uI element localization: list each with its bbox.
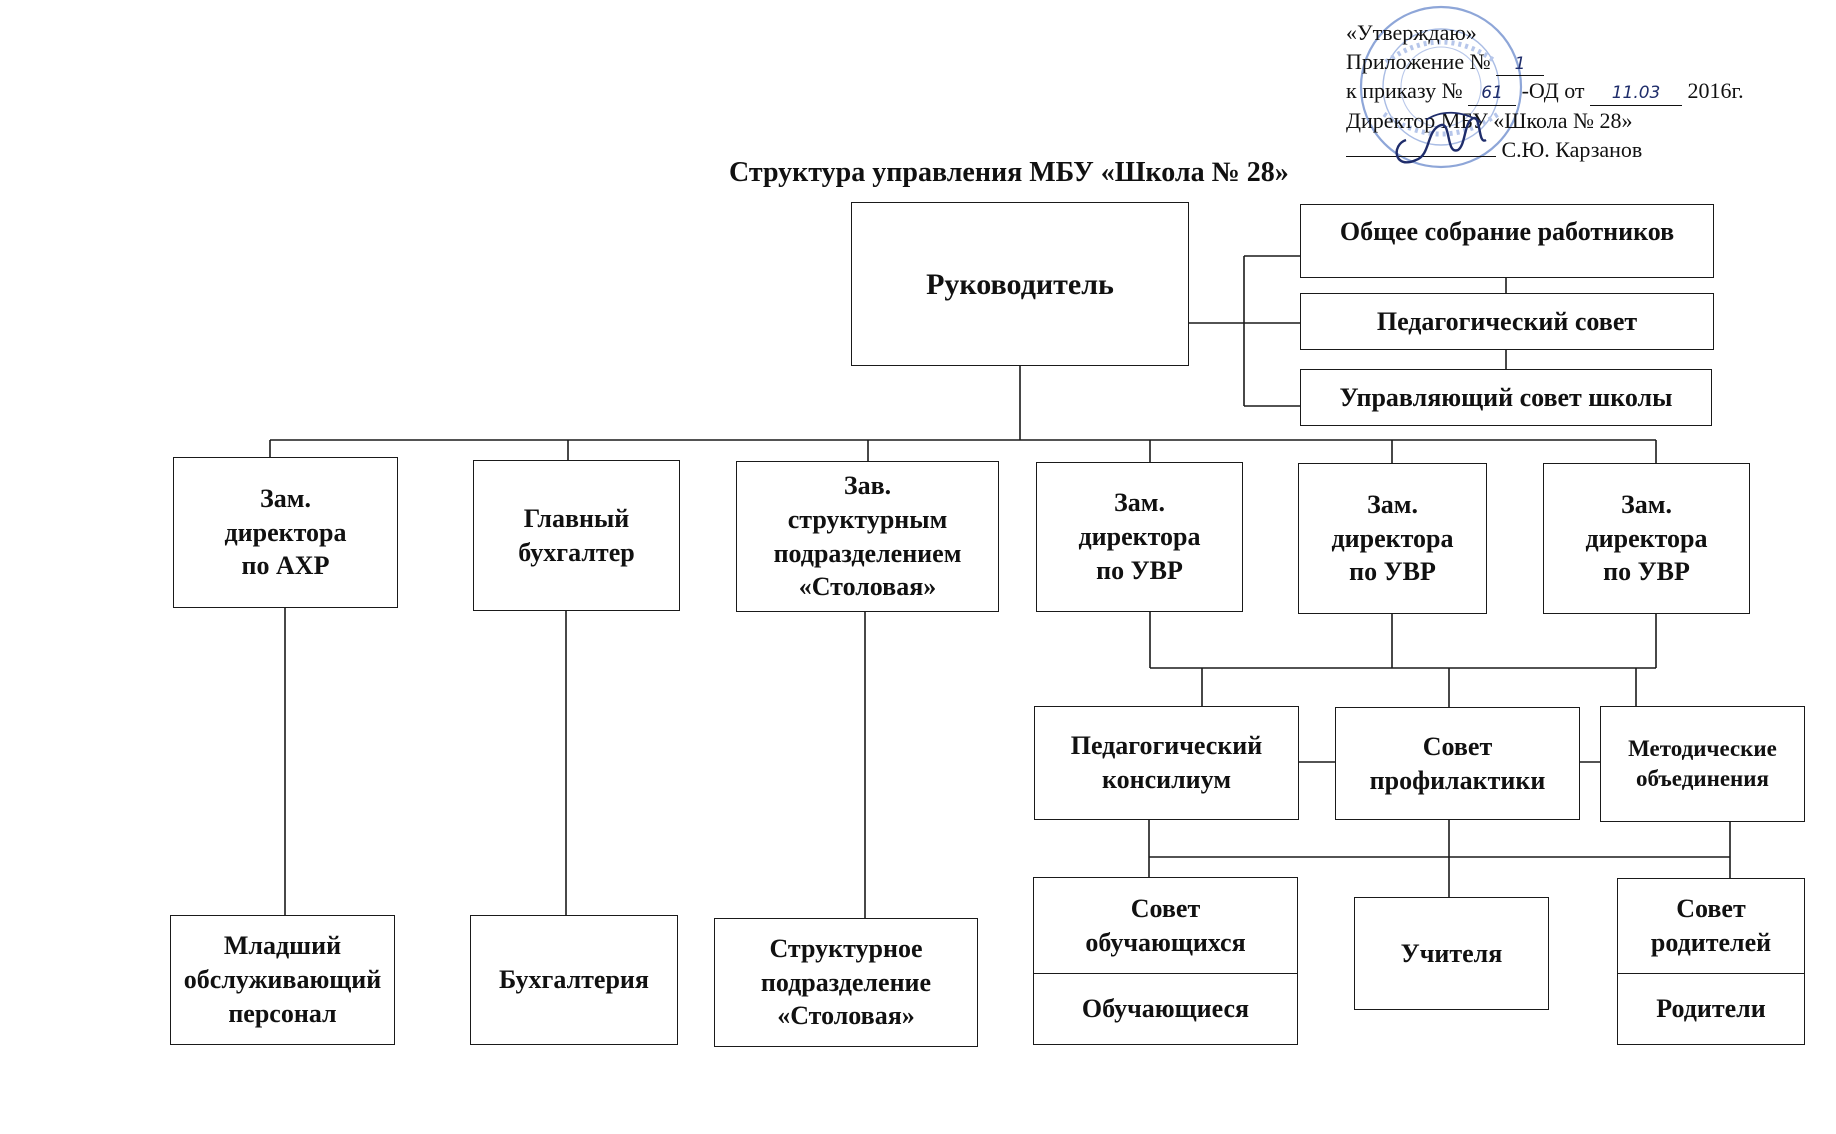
approval-text: Приложение № (1346, 49, 1491, 75)
approval-line: Приложение № 1 (1346, 47, 1744, 77)
deputy-uvr-box-2: Зам. директора по УВР (1298, 463, 1487, 614)
student-council-box: Совет обучающихся Обучающиеся (1033, 877, 1298, 1045)
canteen-unit-box: Структурное подразделение «Столовая» (714, 918, 978, 1047)
appendix-number: 1 (1496, 53, 1545, 77)
ped-council-box: Педагогический совет (1300, 293, 1714, 350)
teachers-label: Учителя (1400, 938, 1503, 968)
deputy-uvr-label: Зам. директора по УВР (1585, 489, 1708, 587)
parent-council-box: Совет родителей Родители (1617, 878, 1805, 1045)
deputy-ahr-label: Зам. директора по АХР (224, 483, 347, 581)
approval-line: Директор МБУ «Школа № 28» (1346, 107, 1633, 133)
order-date: 11.03 (1590, 82, 1683, 106)
prevention-council-box: Совет профилактики (1335, 707, 1580, 820)
deputy-uvr-box-3: Зам. директора по УВР (1543, 463, 1750, 614)
approval-text: к приказу № (1346, 78, 1463, 104)
prevention-council-label: Совет профилактики (1369, 731, 1546, 795)
deputy-ahr-box: Зам. директора по АХР (173, 457, 398, 608)
chief-accountant-box: Главный бухгалтер (473, 460, 680, 611)
seal-stamp (1359, 5, 1523, 169)
teachers-box: Учителя (1354, 897, 1549, 1010)
canteen-unit-label: Структурное подразделение «Столовая» (760, 933, 932, 1031)
students-label: Обучающиеся (1034, 973, 1297, 1044)
governing-council-box: Управляющий совет школы (1300, 369, 1712, 426)
student-council-label: Совет обучающихся (1085, 893, 1246, 957)
accounting-box: Бухгалтерия (470, 915, 678, 1045)
head-box: Руководитель (851, 202, 1189, 366)
approval-block: «Утверждаю» Приложение № 1 к приказу № 6… (1346, 18, 1744, 164)
director-name: С.Ю. Карзанов (1501, 136, 1643, 162)
head-label: Руководитель (926, 267, 1114, 301)
accounting-label: Бухгалтерия (499, 965, 649, 995)
deputy-uvr-label: Зам. директора по УВР (1078, 488, 1201, 585)
chief-accountant-label: Главный бухгалтер (518, 503, 635, 567)
method-assoc-label: Методические объединения (1628, 736, 1777, 791)
director-signature (1395, 111, 1487, 164)
junior-staff-box: Младший обслуживающий персонал (170, 915, 395, 1045)
page-title: Структура управления МБУ «Школа № 28» (729, 157, 1289, 188)
canteen-head-box: Зав. структурным подразделением «Столова… (736, 461, 999, 612)
approval-text: -ОД от (1521, 78, 1585, 104)
parents-label: Родители (1618, 973, 1804, 1044)
governing-council-label: Управляющий совет школы (1339, 382, 1673, 412)
ped-council-label: Педагогический совет (1376, 306, 1638, 336)
order-number: 61 (1468, 82, 1517, 106)
junior-staff-label: Младший обслуживающий персонал (183, 931, 382, 1028)
ped-consilium-label: Педагогический консилиум (1070, 731, 1263, 794)
approval-line: «Утверждаю» (1346, 20, 1477, 45)
parent-council-label: Совет родителей (1650, 894, 1772, 957)
general-meeting-box: Общее собрание работников (1300, 204, 1714, 278)
method-assoc-box: Методические объединения (1600, 706, 1805, 822)
approval-line: к приказу № 61 -ОД от 11.03 2016г. (1346, 76, 1744, 106)
canteen-head-label: Зав. структурным подразделением «Столова… (773, 470, 962, 602)
deputy-uvr-box-1: Зам. директора по УВР (1036, 462, 1243, 612)
ped-consilium-box: Педагогический консилиум (1034, 706, 1299, 820)
approval-text: 2016г. (1687, 78, 1744, 104)
deputy-uvr-label: Зам. директора по УВР (1331, 489, 1454, 587)
general-meeting-label: Общее собрание работников (1339, 217, 1675, 246)
